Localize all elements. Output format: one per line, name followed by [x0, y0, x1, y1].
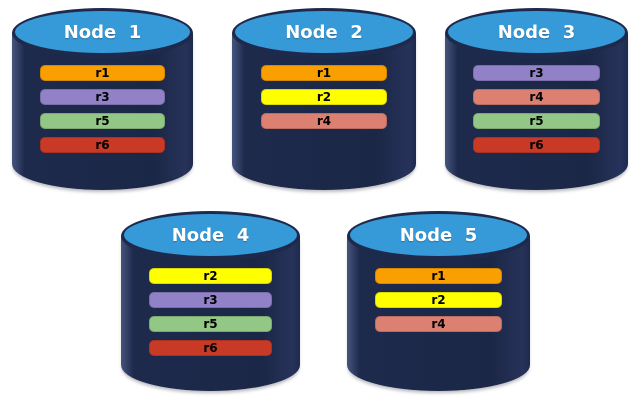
node-2-cylinder-rim: Node 2 — [232, 8, 416, 58]
replica-bar-r3: r3 — [40, 89, 165, 105]
node-3-cylinder-cap: Node 3 — [448, 11, 625, 53]
node-5-replica-list: r1 r2 r4 — [375, 268, 502, 332]
node-1-title: Node 1 — [63, 21, 142, 43]
replica-bar-r6: r6 — [40, 137, 165, 153]
replica-bar-r2: r2 — [148, 268, 273, 284]
node-2-replica-list: r1 r2 r4 — [260, 65, 388, 129]
node-3-cylinder-body — [445, 33, 628, 190]
replica-bar-r6: r6 — [148, 340, 273, 356]
replica-bar-r1: r1 — [260, 65, 388, 81]
node-4-cylinder-cap: Node 4 — [124, 214, 297, 256]
replica-bar-r2: r2 — [260, 89, 388, 105]
node-1-cylinder-cap: Node 1 — [15, 11, 190, 53]
node-4: Node 4 r2 r3 r5 r6 — [121, 211, 300, 391]
replica-bar-r4: r4 — [473, 89, 600, 105]
node-4-replica-list: r2 r3 r5 r6 — [148, 268, 273, 356]
replica-bar-r5: r5 — [473, 113, 600, 129]
node-4-title: Node 4 — [171, 224, 250, 246]
node-2: Node 2 r1 r2 r4 — [232, 8, 416, 190]
node-5: Node 5 r1 r2 r4 — [347, 211, 530, 391]
node-1-cylinder-rim: Node 1 — [12, 8, 193, 58]
node-1-cylinder-body — [12, 33, 193, 190]
node-5-cylinder-rim: Node 5 — [347, 211, 530, 261]
node-4-cylinder-rim: Node 4 — [121, 211, 300, 261]
node-2-title: Node 2 — [285, 21, 363, 43]
node-1: Node 1 r1 r3 r5 r6 — [12, 8, 193, 190]
node-2-cylinder-cap: Node 2 — [235, 11, 413, 53]
node-2-cylinder-body — [232, 33, 416, 190]
node-4-cylinder-body — [121, 236, 300, 391]
replica-bar-r5: r5 — [148, 316, 273, 332]
replica-bar-r5: r5 — [40, 113, 165, 129]
node-5-title: Node 5 — [399, 224, 478, 246]
node-3: Node 3 r3 r4 r5 r6 — [445, 8, 628, 190]
replica-bar-r3: r3 — [473, 65, 600, 81]
node-3-title: Node 3 — [497, 21, 576, 43]
replica-bar-r4: r4 — [375, 316, 502, 332]
replica-bar-r3: r3 — [148, 292, 273, 308]
replica-bar-r4: r4 — [260, 113, 388, 129]
replica-bar-r6: r6 — [473, 137, 600, 153]
replica-bar-r2: r2 — [375, 292, 502, 308]
replica-bar-r1: r1 — [40, 65, 165, 81]
node-1-replica-list: r1 r3 r5 r6 — [40, 65, 165, 153]
node-5-cylinder-body — [347, 236, 530, 391]
node-3-replica-list: r3 r4 r5 r6 — [473, 65, 600, 153]
node-3-cylinder-rim: Node 3 — [445, 8, 628, 58]
node-5-cylinder-cap: Node 5 — [350, 214, 527, 256]
replica-bar-r1: r1 — [375, 268, 502, 284]
